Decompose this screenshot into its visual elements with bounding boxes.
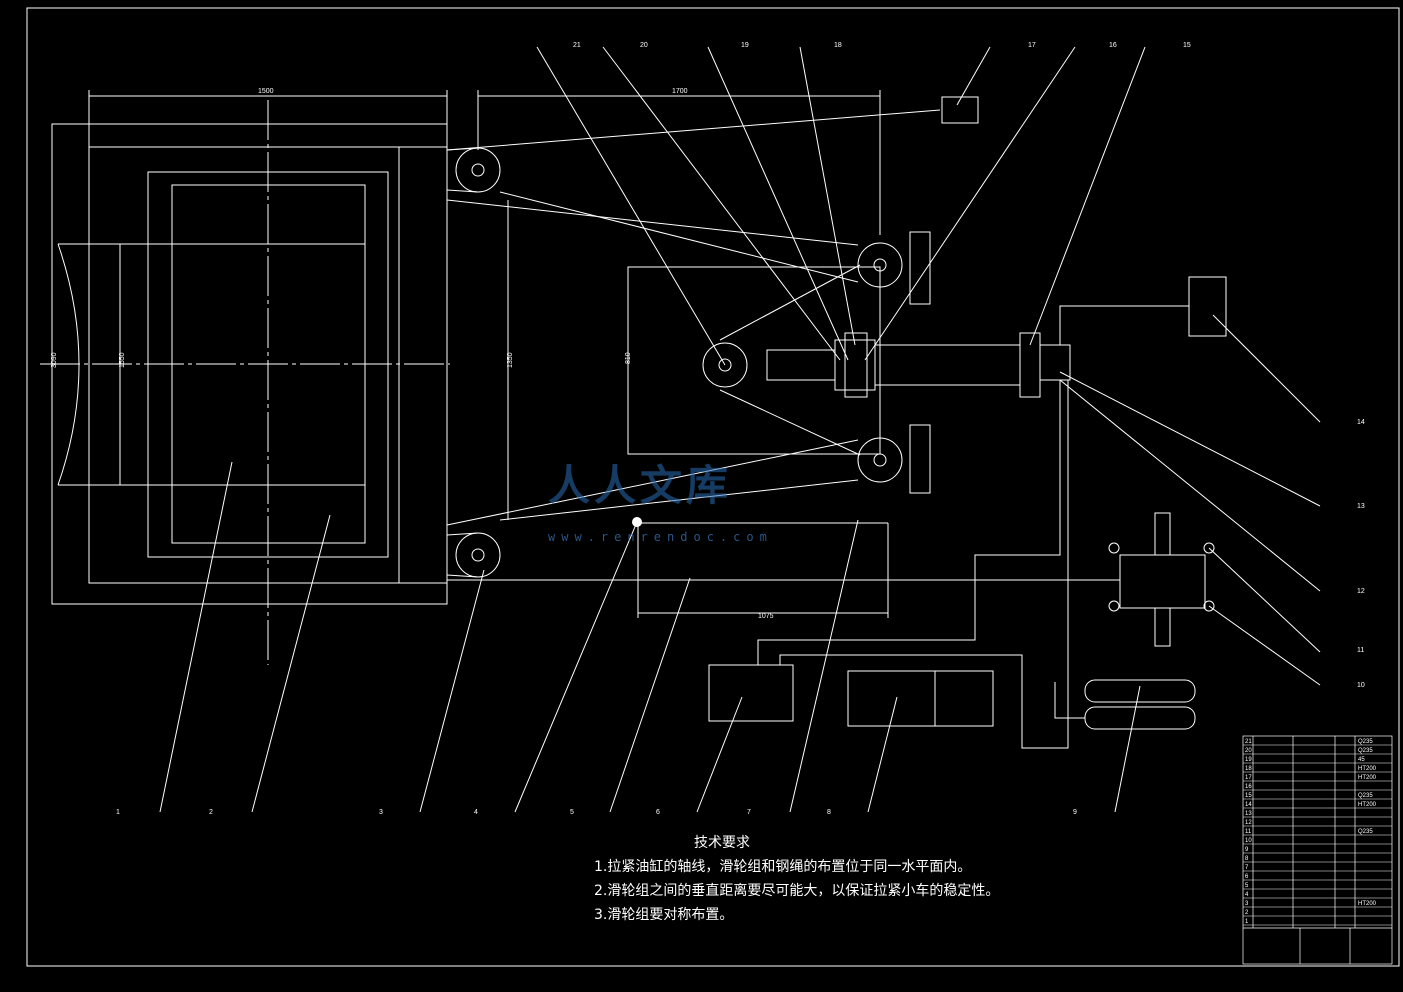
watermark-text: 人人文库 <box>548 461 733 510</box>
title-block-material: Q235 <box>1358 748 1373 754</box>
part-label-5: 5 <box>570 809 574 816</box>
title-block-row-number: 11 <box>1245 829 1252 835</box>
tech-requirements-title: 技术要求 <box>694 835 750 851</box>
title-block-material: Q235 <box>1358 793 1373 799</box>
part-label-4: 4 <box>474 809 478 816</box>
part-label-10: 10 <box>1357 682 1365 689</box>
title-block-row-number: 19 <box>1245 757 1252 763</box>
part-label-1: 1 <box>116 809 120 816</box>
title-block-row-number: 12 <box>1245 820 1252 826</box>
part-label-6: 6 <box>656 809 660 816</box>
title-block-row-number: 13 <box>1245 811 1252 817</box>
tech-requirement-3: 3.滑轮组要对称布置。 <box>594 907 734 923</box>
title-block-material: 45 <box>1358 757 1365 763</box>
title-block-material: HT200 <box>1358 766 1377 772</box>
title-block-row-number: 5 <box>1245 883 1249 889</box>
part-label-19: 19 <box>741 42 749 49</box>
title-block-row-number: 17 <box>1245 775 1252 781</box>
dim-1075: 1075 <box>758 613 774 620</box>
title-block-row-number: 3 <box>1245 901 1249 907</box>
marker-dot <box>632 517 642 527</box>
part-label-8: 8 <box>827 809 831 816</box>
part-label-16: 16 <box>1109 42 1117 49</box>
title-block-row-number: 4 <box>1245 892 1249 898</box>
part-label-21: 21 <box>573 42 581 49</box>
part-label-11: 11 <box>1357 647 1364 654</box>
watermark-url: www.renrendoc.com <box>548 530 773 544</box>
title-block-row-number: 10 <box>1245 838 1252 844</box>
drawing-border <box>26 7 1400 967</box>
title-block-row-number: 2 <box>1245 910 1249 916</box>
dim-1500: 1500 <box>258 88 274 95</box>
dim-3090: 3090 <box>51 352 58 368</box>
part-label-17: 17 <box>1028 42 1036 49</box>
part-label-7: 7 <box>747 809 751 816</box>
title-block-row-number: 21 <box>1245 739 1252 745</box>
dim-1550: 1550 <box>119 352 126 368</box>
title-block-material: Q235 <box>1358 739 1373 745</box>
title-block-row-number: 15 <box>1245 793 1252 799</box>
title-block-material: Q235 <box>1358 829 1373 835</box>
part-label-9: 9 <box>1073 809 1077 816</box>
title-block-row-number: 1 <box>1245 919 1249 925</box>
part-label-20: 20 <box>640 42 648 49</box>
title-block-row-number: 6 <box>1245 874 1249 880</box>
part-label-13: 13 <box>1357 503 1365 510</box>
title-block-row-number: 8 <box>1245 856 1249 862</box>
tech-requirement-2: 2.滑轮组之间的垂直距离要尽可能大，以保证拉紧小车的稳定性。 <box>594 883 1000 899</box>
title-block-row-number: 7 <box>1245 865 1249 871</box>
dim-810: 810 <box>625 352 632 364</box>
dim-1350: 1350 <box>507 352 514 368</box>
title-block-row-number: 14 <box>1245 802 1252 808</box>
title-block-row-number: 9 <box>1245 847 1249 853</box>
part-label-12: 12 <box>1357 588 1365 595</box>
part-label-18: 18 <box>834 42 842 49</box>
dim-1700: 1700 <box>672 88 688 95</box>
title-block-row-number: 20 <box>1245 748 1252 754</box>
part-label-15: 15 <box>1183 42 1191 49</box>
title-block-material: HT200 <box>1358 901 1377 907</box>
part-label-3: 3 <box>379 809 383 816</box>
title-block-material: HT200 <box>1358 802 1377 808</box>
title-block <box>1242 735 1393 965</box>
title-block-row-number: 16 <box>1245 784 1252 790</box>
title-block-row-number: 18 <box>1245 766 1252 772</box>
title-block-material: HT200 <box>1358 775 1377 781</box>
part-label-14: 14 <box>1357 419 1365 426</box>
tech-requirement-1: 1.拉紧油缸的轴线，滑轮组和钢绳的布置位于同一水平面内。 <box>594 859 972 875</box>
part-label-2: 2 <box>209 809 213 816</box>
